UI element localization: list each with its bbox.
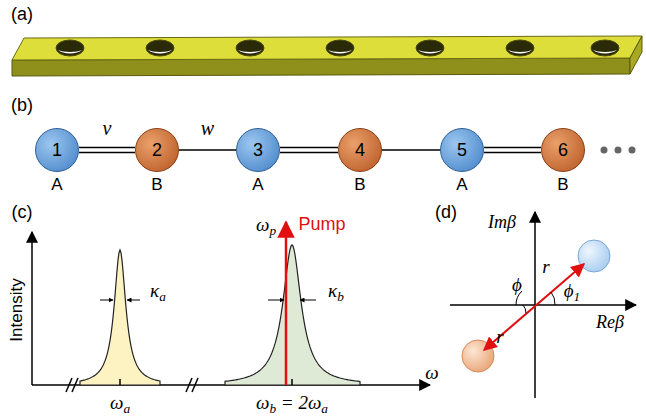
site-number: 6: [558, 140, 568, 161]
phi1-arc: [551, 292, 555, 305]
intra-cell-bond: [79, 148, 135, 153]
intra-cell-bond: [280, 148, 338, 153]
axis-label: Reβ: [596, 313, 624, 331]
site-number: 3: [253, 140, 263, 161]
sublattice-label: A: [456, 175, 467, 195]
pump-frequency-label: ωp: [256, 215, 276, 237]
intra-cell-bond: [484, 148, 541, 153]
site-a-circle: 1A: [35, 128, 79, 172]
site-number: 4: [355, 140, 365, 161]
site-a-circle: 5A: [440, 128, 484, 172]
coupling-label: v: [101, 118, 114, 138]
site-a-circle: 3A: [236, 128, 280, 172]
phase-label: ϕ1: [564, 281, 581, 303]
panel-label: (a): [11, 5, 33, 23]
continuation-dots: [601, 147, 636, 154]
site-number: 1: [52, 140, 62, 161]
coupling-label: w: [199, 118, 216, 138]
phase-plane: [450, 212, 636, 398]
frequency-label: ωa: [110, 393, 130, 415]
frequency-label: ωb = 2ωa: [256, 393, 328, 415]
linewidth-label: κa: [150, 281, 166, 303]
sublattice-label: A: [51, 175, 62, 195]
sublattice-label: B: [151, 175, 162, 195]
axis-label: ω: [425, 363, 438, 382]
panel-label: (c): [12, 203, 33, 221]
axis-label: Intensity: [8, 278, 25, 341]
panel-label: (b): [11, 96, 33, 114]
amplitude-label: r: [542, 257, 549, 276]
waveguide-beam: [12, 36, 642, 76]
panel-label: (d): [435, 203, 457, 221]
site-b-circle: 4B: [338, 128, 382, 172]
amplitude-label: r: [496, 327, 503, 346]
sublattice-label: B: [557, 175, 568, 195]
pump-line: [285, 222, 288, 385]
inter-cell-bond: [179, 149, 236, 151]
site-b-circle: 6B: [541, 128, 585, 172]
inter-cell-bond: [382, 149, 440, 151]
phase-label: ϕ: [512, 275, 522, 294]
sublattice-label: A: [252, 175, 263, 195]
pump-label: Pump: [298, 215, 345, 233]
axis-label: Imβ: [488, 213, 516, 231]
sublattice-label: B: [354, 175, 365, 195]
site-b-circle: 2B: [135, 128, 179, 172]
spectrum-plot: [32, 222, 430, 392]
site-number: 5: [457, 140, 467, 161]
site-number: 2: [152, 140, 162, 161]
linewidth-label: κb: [328, 281, 344, 303]
